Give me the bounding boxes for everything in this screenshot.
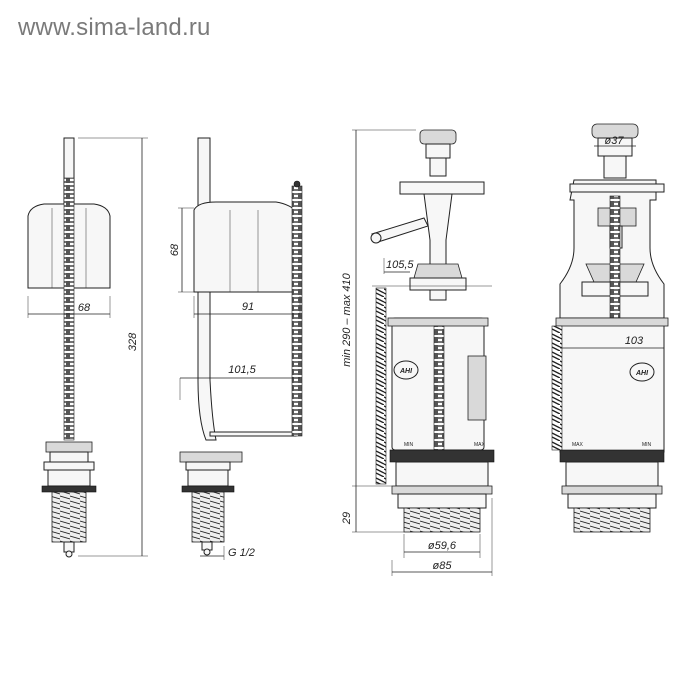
side-max-mark: MAX (572, 442, 584, 448)
fill-valve-side-view: 68 91 101,5 G 1/2 (169, 137, 303, 560)
dim-side-lever: 101,5 (228, 364, 256, 376)
drain-ladder (375, 287, 387, 485)
side-thread-shank (191, 491, 225, 543)
side-drain-housing (559, 317, 665, 453)
drain-valve-front-view: АНІ MIN MAX min 290 – max 410 29 105,5 ø… (341, 129, 495, 576)
dim-drain-bottom: 29 (341, 512, 353, 525)
adjustment-chain (63, 177, 75, 441)
side-float-body (193, 201, 301, 293)
dim-side-float-height: 68 (169, 243, 181, 256)
dim-button-diameter: ø37 (605, 135, 625, 147)
dim-thread-size: G 1/2 (228, 547, 255, 559)
side-min-mark: MIN (642, 442, 652, 448)
drain-bell (413, 263, 463, 279)
watermark-text: www.sima-land.ru (18, 14, 211, 41)
brand-logo-text: АНІ (399, 368, 413, 375)
dim-outlet-inner: ø59,6 (428, 540, 457, 552)
min-mark: MIN (404, 442, 414, 448)
side-valve-pipe (197, 291, 217, 441)
max-mark: MAX (474, 442, 486, 448)
dim-drain-overflow: 105,5 (386, 259, 414, 271)
side-brand-logo-text: АНІ (635, 370, 649, 377)
drain-valve-side-view: АНІ MAX MIN ø37 103 (551, 123, 669, 533)
side-valve-rod (197, 137, 211, 211)
drain-button (419, 129, 457, 145)
fill-valve-front-view: 68 328 (27, 137, 148, 558)
valve-thread-shank (51, 491, 87, 543)
side-lever-arm (209, 431, 297, 437)
dim-drain-side-width: 103 (625, 335, 644, 347)
valve-head (45, 441, 93, 453)
drain-outlet-thread (403, 507, 481, 533)
dim-side-arm: 91 (242, 301, 254, 313)
drain-center-rod (433, 325, 445, 451)
brand-logo-mark (393, 360, 419, 380)
side-chain (291, 185, 303, 437)
dim-valve-front-width: 68 (78, 302, 91, 314)
drain-base-ring (389, 449, 495, 463)
drain-top-bracket (399, 181, 485, 195)
dim-drain-height-range: min 290 – max 410 (341, 272, 353, 366)
dim-outlet-outer: ø85 (433, 560, 453, 572)
dim-valve-height: 328 (127, 332, 139, 351)
drain-float-weight (467, 355, 487, 421)
